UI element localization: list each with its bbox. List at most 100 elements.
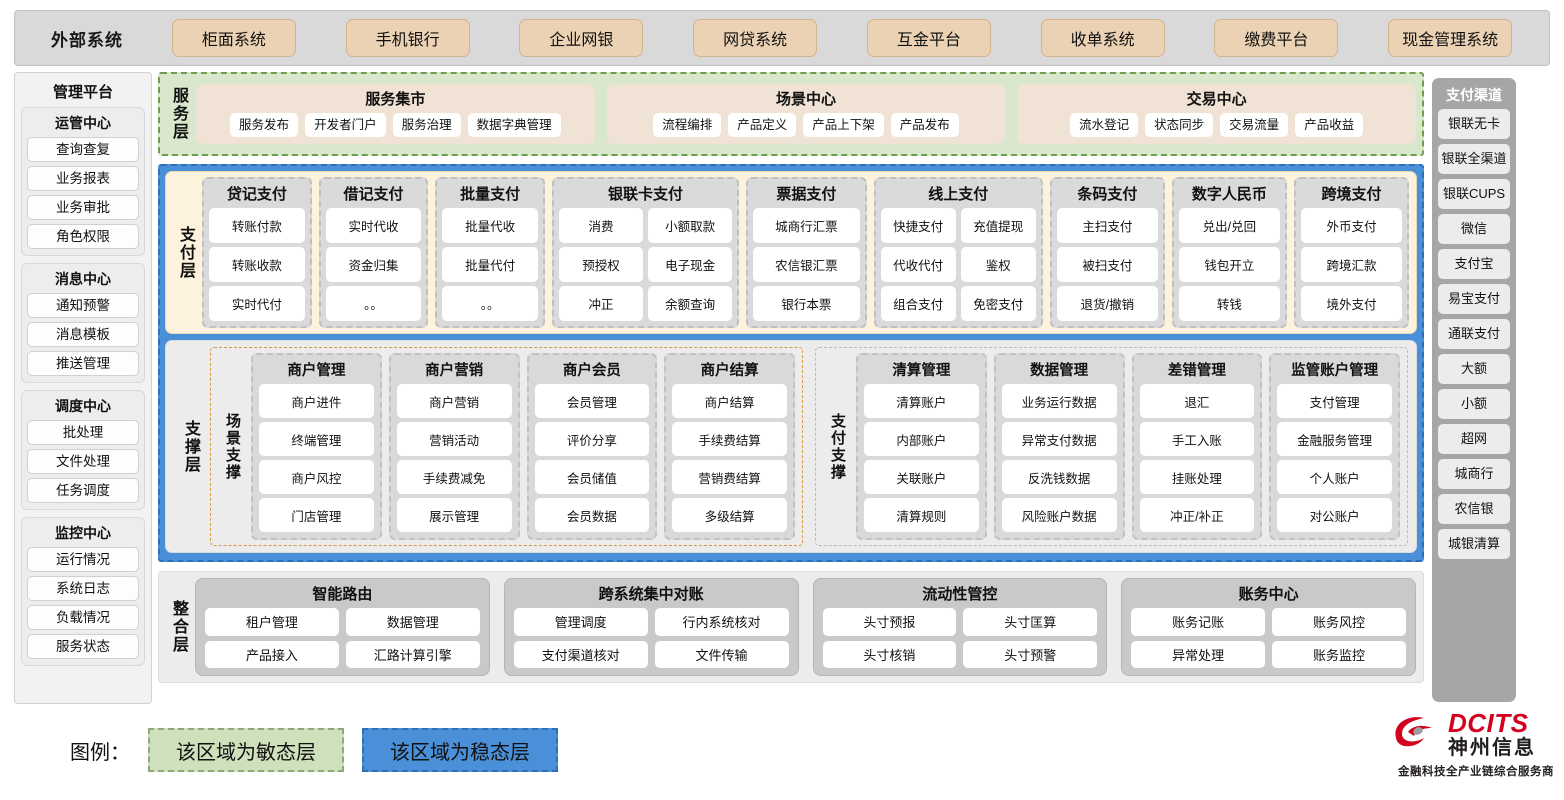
external-system-chip[interactable]: 网贷系统 [693, 19, 818, 57]
payment-item[interactable]: 电子现金 [648, 247, 733, 282]
support-item[interactable]: 手续费结算 [672, 422, 787, 456]
management-item[interactable]: 业务报表 [27, 166, 139, 191]
support-item[interactable]: 手工入账 [1139, 422, 1255, 456]
payment-item[interactable]: 代收代付 [880, 247, 956, 282]
external-system-chip[interactable]: 企业网银 [519, 19, 644, 57]
management-item[interactable]: 推送管理 [27, 351, 139, 376]
payment-item[interactable]: 被扫支付 [1056, 247, 1158, 282]
support-item[interactable]: 清算账户 [864, 384, 979, 418]
external-system-chip[interactable]: 互金平台 [866, 19, 991, 57]
payment-item[interactable]: 主扫支付 [1056, 208, 1158, 243]
support-item[interactable]: 商户风控 [259, 460, 374, 494]
service-item[interactable]: 产品定义 [728, 113, 797, 137]
service-item[interactable]: 流水登记 [1070, 113, 1139, 137]
payment-item[interactable]: 转账付款 [209, 208, 305, 243]
support-item[interactable]: 风险账户数据 [1001, 498, 1117, 532]
integration-item[interactable]: 汇路计算引擎 [345, 640, 480, 668]
service-item[interactable]: 开发者门户 [305, 113, 386, 137]
payment-item[interactable]: 兑出/兑回 [1178, 208, 1280, 243]
integration-item[interactable]: 文件传输 [654, 640, 789, 668]
support-item[interactable]: 清算规则 [864, 498, 979, 532]
payment-item[interactable]: 退货/撤销 [1056, 286, 1158, 321]
payment-item[interactable]: 鉴权 [960, 247, 1036, 282]
payment-item[interactable]: 跨境汇款 [1300, 247, 1402, 282]
payment-item[interactable]: 境外支付 [1300, 286, 1402, 321]
support-item[interactable]: 商户营销 [396, 384, 512, 418]
support-item[interactable]: 个人账户 [1277, 460, 1392, 494]
support-item[interactable]: 会员数据 [534, 498, 650, 532]
integration-item[interactable]: 行内系统核对 [654, 608, 789, 636]
external-system-chip[interactable]: 缴费平台 [1214, 19, 1339, 57]
payment-item[interactable]: 钱包开立 [1178, 247, 1280, 282]
management-item[interactable]: 运行情况 [27, 547, 139, 572]
external-system-chip[interactable]: 现金管理系统 [1388, 19, 1513, 57]
support-item[interactable]: 冲正/补正 [1139, 498, 1255, 532]
management-item[interactable]: 查询查复 [27, 137, 139, 162]
payment-channel-item[interactable]: 通联支付 [1438, 319, 1510, 349]
support-item[interactable]: 会员储值 [534, 460, 650, 494]
service-item[interactable]: 产品上下架 [803, 113, 884, 137]
support-item[interactable]: 关联账户 [864, 460, 979, 494]
support-item[interactable]: 门店管理 [259, 498, 374, 532]
integration-item[interactable]: 产品接入 [205, 640, 339, 668]
management-item[interactable]: 角色权限 [27, 224, 139, 249]
support-item[interactable]: 营销活动 [396, 422, 512, 456]
management-item[interactable]: 消息模板 [27, 322, 139, 347]
external-system-chip[interactable]: 收单系统 [1040, 19, 1165, 57]
payment-channel-item[interactable]: 小额 [1438, 389, 1510, 419]
payment-item[interactable]: 。。 [442, 286, 538, 321]
payment-channel-item[interactable]: 大额 [1438, 354, 1510, 384]
support-item[interactable]: 挂账处理 [1139, 460, 1255, 494]
support-item[interactable]: 多级结算 [672, 498, 787, 532]
integration-item[interactable]: 数据管理 [345, 608, 480, 636]
integration-item[interactable]: 账务记账 [1131, 608, 1266, 636]
payment-item[interactable]: 预授权 [558, 247, 644, 282]
support-item[interactable]: 会员管理 [534, 384, 650, 418]
support-item[interactable]: 金融服务管理 [1277, 422, 1392, 456]
payment-item[interactable]: 外币支付 [1300, 208, 1402, 243]
payment-channel-item[interactable]: 支付宝 [1438, 249, 1510, 279]
support-item[interactable]: 展示管理 [396, 498, 512, 532]
support-item[interactable]: 退汇 [1139, 384, 1255, 418]
support-item[interactable]: 终端管理 [259, 422, 374, 456]
support-item[interactable]: 业务运行数据 [1001, 384, 1117, 418]
service-item[interactable]: 服务发布 [230, 113, 299, 137]
payment-channel-item[interactable]: 城银清算 [1438, 529, 1510, 559]
payment-item[interactable]: 充值提现 [960, 208, 1036, 243]
payment-item[interactable]: 免密支付 [960, 286, 1036, 321]
support-item[interactable]: 对公账户 [1277, 498, 1392, 532]
payment-channel-item[interactable]: 银联无卡 [1438, 109, 1510, 139]
payment-item[interactable]: 组合支付 [880, 286, 956, 321]
support-item[interactable]: 商户结算 [672, 384, 787, 418]
payment-item[interactable]: 小额取款 [648, 208, 733, 243]
management-item[interactable]: 系统日志 [27, 576, 139, 601]
payment-item[interactable]: 转钱 [1178, 286, 1280, 321]
payment-channel-item[interactable]: 农信银 [1438, 494, 1510, 524]
payment-item[interactable]: 银行本票 [753, 286, 860, 321]
payment-item[interactable]: 余额查询 [648, 286, 733, 321]
integration-item[interactable]: 管理调度 [513, 608, 648, 636]
payment-item[interactable]: 资金归集 [325, 247, 422, 282]
service-item[interactable]: 交易流量 [1220, 113, 1289, 137]
management-item[interactable]: 任务调度 [27, 478, 139, 503]
service-item[interactable]: 产品收益 [1295, 113, 1364, 137]
payment-item[interactable]: 消费 [558, 208, 644, 243]
management-item[interactable]: 文件处理 [27, 449, 139, 474]
support-item[interactable]: 手续费减免 [396, 460, 512, 494]
service-item[interactable]: 状态同步 [1145, 113, 1214, 137]
support-item[interactable]: 营销费结算 [672, 460, 787, 494]
payment-channel-item[interactable]: 银联CUPS [1438, 179, 1510, 209]
integration-item[interactable]: 租户管理 [205, 608, 339, 636]
support-item[interactable]: 内部账户 [864, 422, 979, 456]
support-item[interactable]: 支付管理 [1277, 384, 1392, 418]
management-item[interactable]: 批处理 [27, 420, 139, 445]
payment-channel-item[interactable]: 微信 [1438, 214, 1510, 244]
payment-item[interactable]: 批量代付 [442, 247, 538, 282]
support-item[interactable]: 评价分享 [534, 422, 650, 456]
payment-item[interactable]: 转账收款 [209, 247, 305, 282]
payment-channel-item[interactable]: 城商行 [1438, 459, 1510, 489]
payment-item[interactable]: 实时代收 [325, 208, 422, 243]
service-item[interactable]: 服务治理 [392, 113, 461, 137]
payment-item[interactable]: 冲正 [558, 286, 644, 321]
support-item[interactable]: 商户进件 [259, 384, 374, 418]
